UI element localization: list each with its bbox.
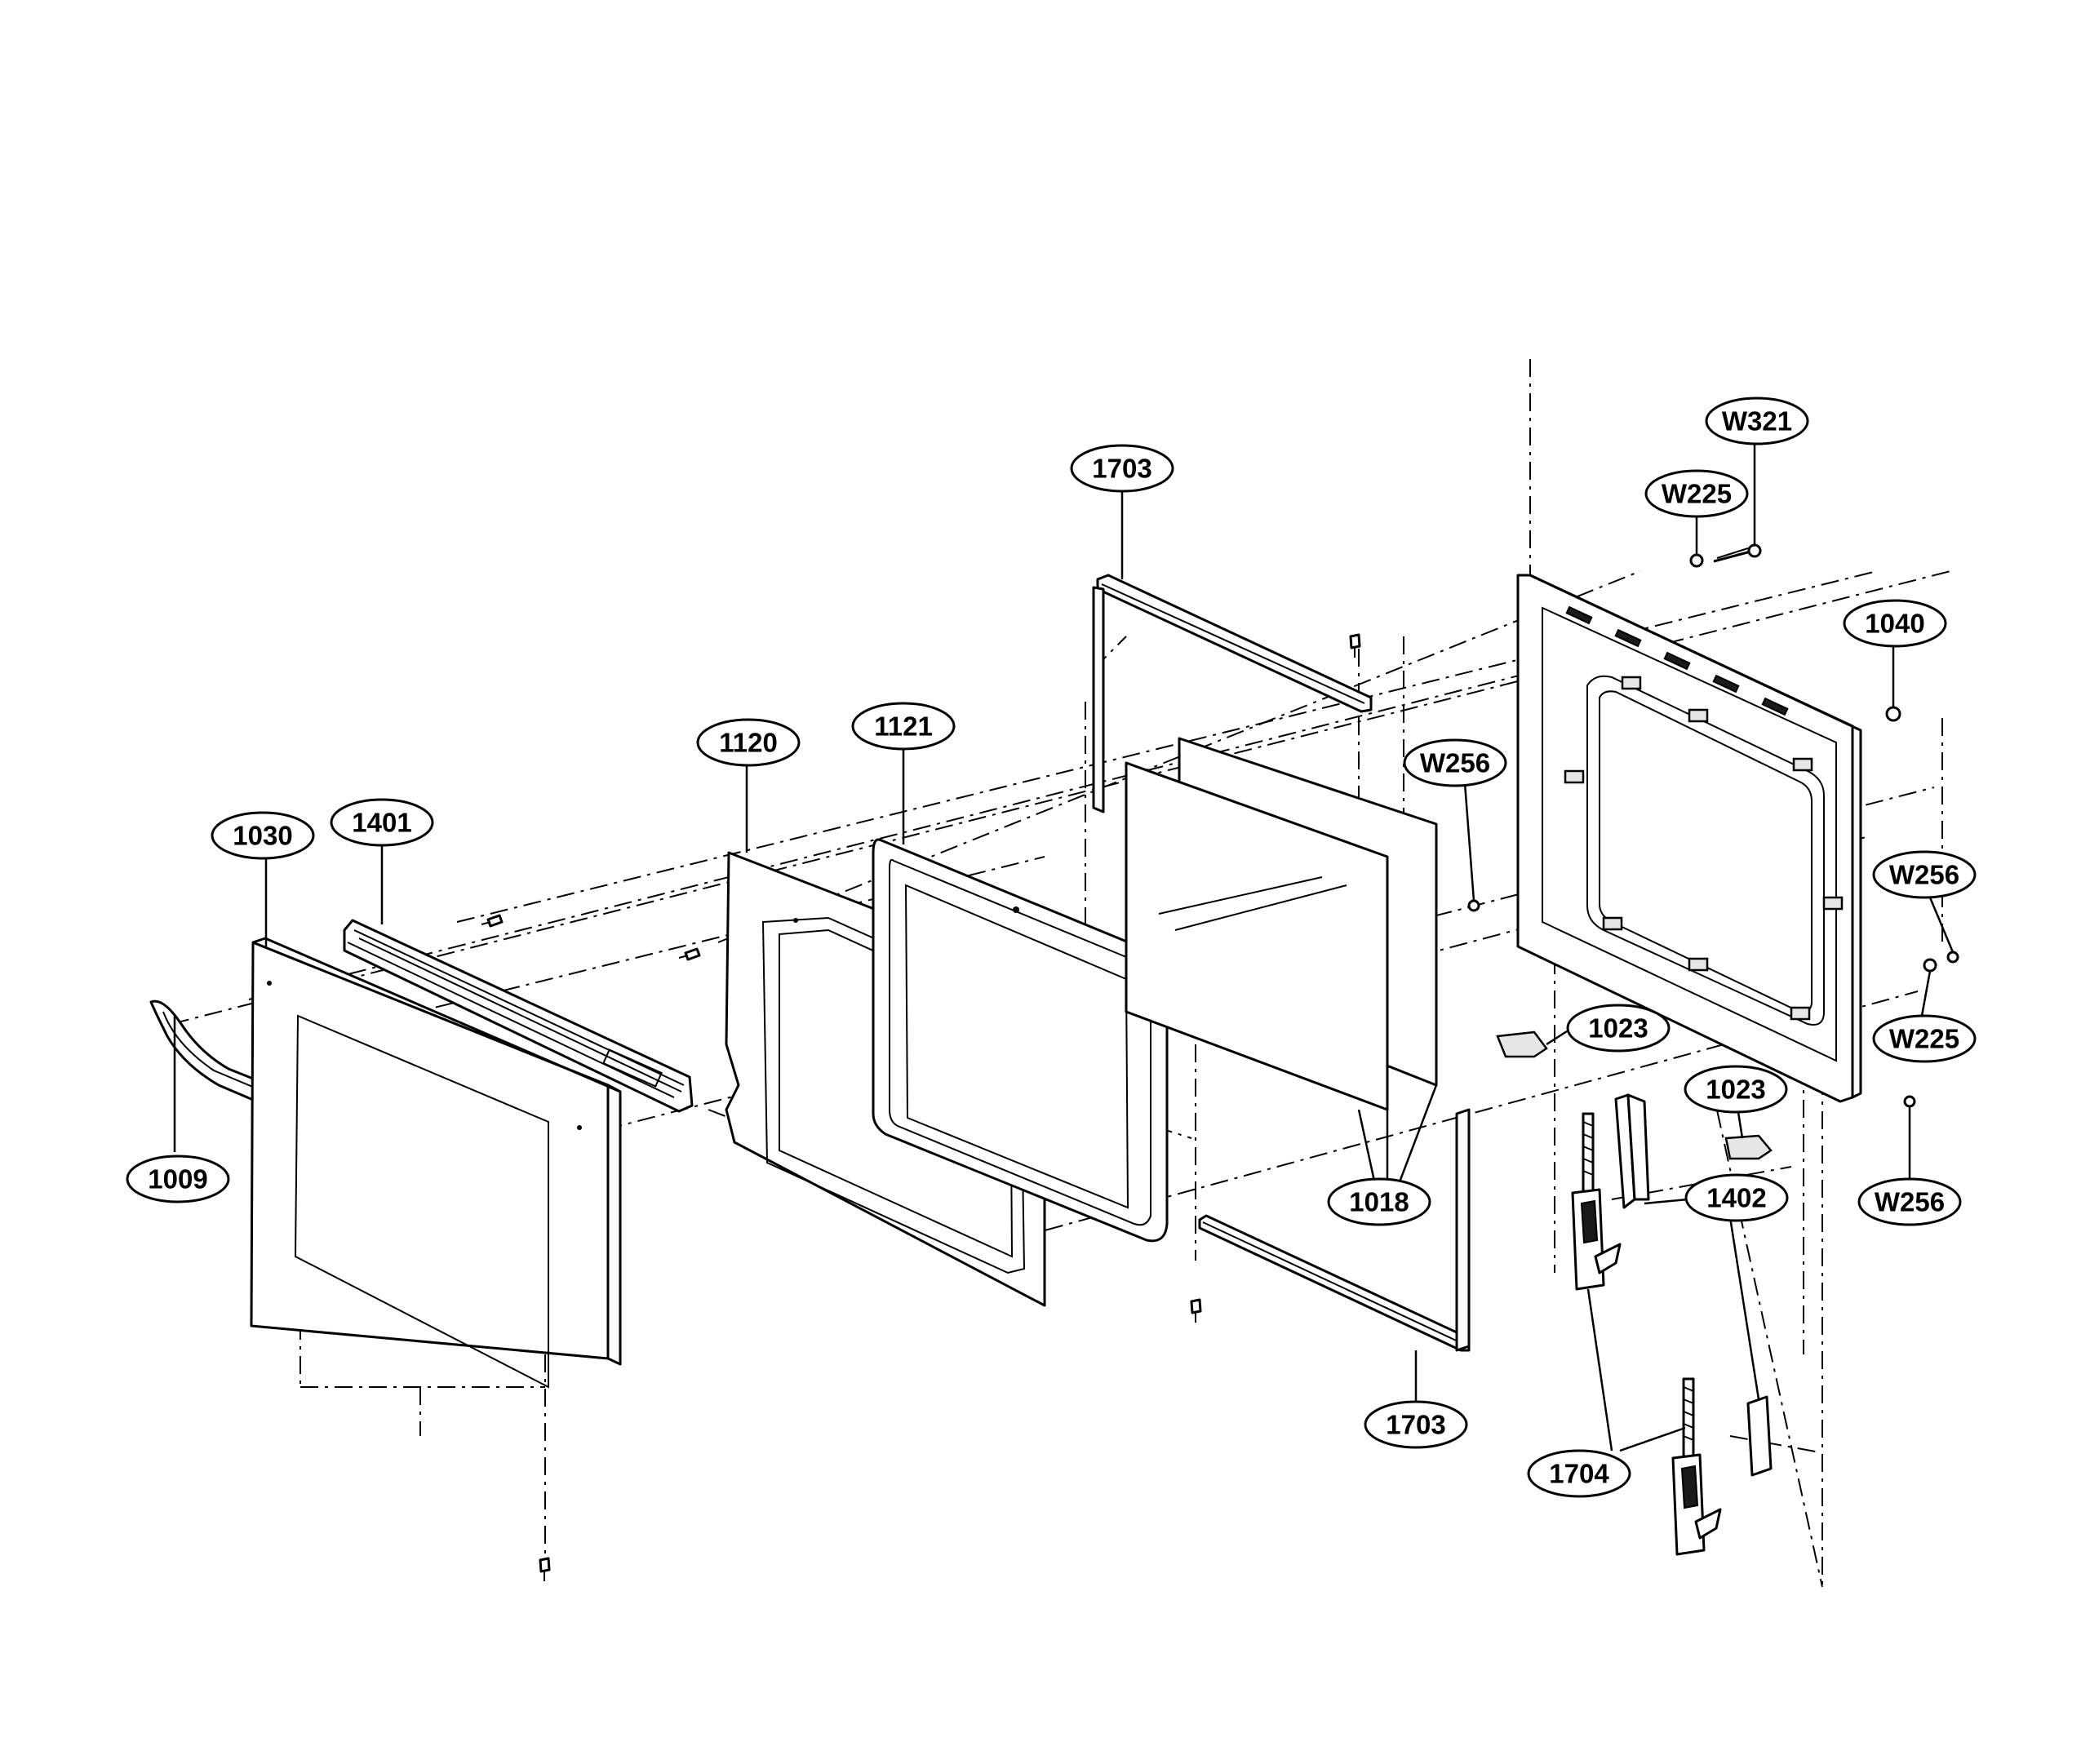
callout-1023-b: 1023 bbox=[1684, 1065, 1788, 1114]
door-bumper-parts bbox=[1496, 1030, 1773, 1160]
hinge-upper bbox=[1571, 1112, 1622, 1291]
hinge-lower bbox=[1671, 1377, 1722, 1556]
glass-panes-part bbox=[1125, 737, 1438, 1111]
callout-label: 1121 bbox=[874, 711, 933, 742]
hinge-parts bbox=[1571, 1112, 1722, 1556]
rear-door-frame-part bbox=[1516, 574, 1862, 1103]
screw-icon bbox=[1190, 1298, 1202, 1323]
door-trim-strip-part bbox=[343, 919, 694, 1113]
callout-w225-top: W225 bbox=[1644, 469, 1749, 518]
screw-icon bbox=[678, 947, 701, 961]
washer-icon bbox=[1946, 951, 1959, 964]
screw-icon bbox=[481, 914, 504, 928]
washer-icon bbox=[1689, 553, 1704, 568]
callout-label: W321 bbox=[1722, 406, 1792, 437]
callout-label: 1401 bbox=[352, 808, 411, 838]
washer-icon bbox=[1885, 706, 1901, 722]
callout-label: 1040 bbox=[1865, 609, 1924, 639]
callout-w256-bottom: W256 bbox=[1857, 1177, 1962, 1226]
callout-1023-a: 1023 bbox=[1566, 1004, 1671, 1053]
callout-label: W256 bbox=[1889, 860, 1959, 890]
bottom-seal-strip-part bbox=[1198, 1108, 1471, 1352]
callout-1121: 1121 bbox=[851, 702, 956, 751]
callout-label: 1703 bbox=[1092, 454, 1151, 484]
frame-vent-slots bbox=[1565, 605, 1789, 716]
callout-label: W225 bbox=[1662, 479, 1732, 509]
gasket-frame-part bbox=[872, 838, 1169, 1243]
callout-1018: 1018 bbox=[1327, 1177, 1431, 1226]
callout-label: W256 bbox=[1420, 748, 1490, 778]
hinge-cover-parts bbox=[1614, 1093, 1773, 1477]
callout-label: W225 bbox=[1889, 1024, 1959, 1054]
callout-1040: 1040 bbox=[1843, 599, 1947, 648]
callout-1030: 1030 bbox=[211, 811, 315, 860]
washer-icon bbox=[1903, 1095, 1916, 1108]
callout-label: 1704 bbox=[1549, 1459, 1609, 1489]
callout-label: 1009 bbox=[148, 1164, 207, 1194]
screw-icon bbox=[1349, 633, 1361, 658]
washer-icon bbox=[1467, 899, 1480, 912]
callout-label: W256 bbox=[1875, 1187, 1945, 1217]
screw-icon bbox=[539, 1557, 551, 1581]
callout-w256-right: W256 bbox=[1872, 850, 1977, 899]
callout-w225-bottom: W225 bbox=[1872, 1014, 1977, 1063]
callout-label: 1023 bbox=[1706, 1075, 1765, 1105]
bolt-w321-icon bbox=[1713, 543, 1762, 563]
callout-w256-mid: W256 bbox=[1403, 738, 1507, 787]
callout-label: 1018 bbox=[1349, 1187, 1409, 1217]
callout-1704: 1704 bbox=[1527, 1449, 1631, 1498]
callout-label: 1023 bbox=[1588, 1013, 1648, 1044]
callout-label: 1703 bbox=[1386, 1410, 1445, 1440]
outer-door-panel-part bbox=[250, 937, 622, 1389]
callout-1120: 1120 bbox=[696, 718, 801, 767]
top-seal-strip-part bbox=[1092, 574, 1373, 813]
callout-1402: 1402 bbox=[1684, 1173, 1789, 1222]
callout-1009: 1009 bbox=[126, 1155, 230, 1203]
callout-label: 1402 bbox=[1706, 1183, 1766, 1213]
callout-label: 1030 bbox=[233, 821, 292, 851]
washer-icon bbox=[1923, 958, 1937, 973]
callout-w321: W321 bbox=[1705, 397, 1809, 445]
callout-1401: 1401 bbox=[330, 798, 434, 847]
callout-1703-top: 1703 bbox=[1070, 444, 1174, 493]
callout-1703-bottom: 1703 bbox=[1364, 1400, 1468, 1449]
callout-label: 1120 bbox=[719, 728, 778, 758]
